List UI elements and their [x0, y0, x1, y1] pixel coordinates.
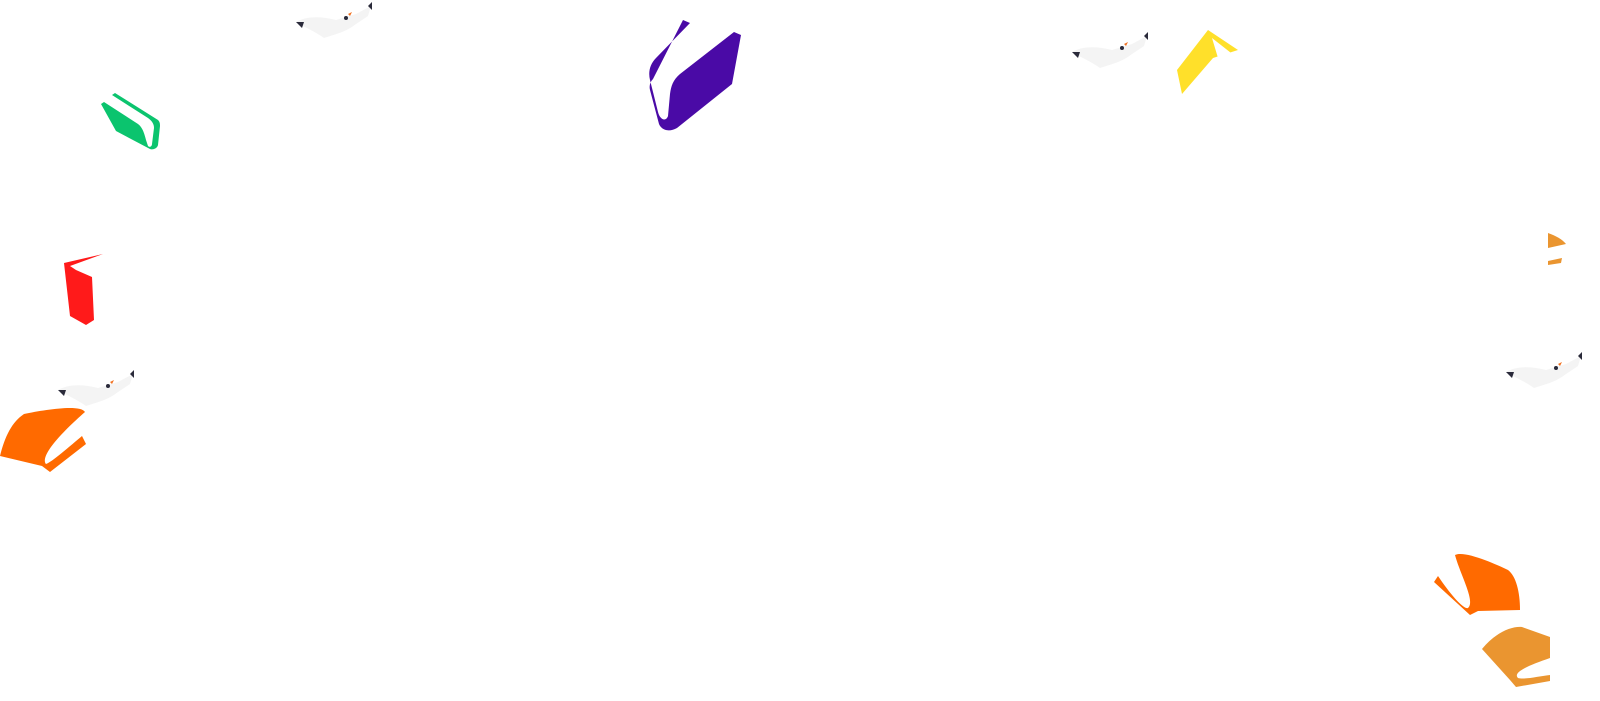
purple-book-icon [649, 20, 741, 131]
orange-book-icon [1434, 553, 1520, 615]
red-book-icon [64, 254, 103, 325]
yellow-book-icon [1177, 30, 1240, 94]
orange-book-cover [0, 408, 86, 472]
amber-book-edge [1548, 258, 1562, 265]
amber-book-cover [1482, 626, 1550, 687]
amber-book-icon [1482, 626, 1550, 687]
orange-book-cover [1434, 553, 1520, 615]
yellow-book-pages [1186, 38, 1240, 92]
bird-icon [296, 2, 372, 38]
bird-icon [1506, 352, 1582, 388]
amber-book-partial-icon [1548, 233, 1566, 265]
bird-icon [58, 370, 134, 406]
bird-icon [1072, 32, 1148, 68]
purple-book-cover [649, 20, 741, 131]
yellow-book-cover [1177, 30, 1238, 94]
orange-book-icon [0, 408, 86, 472]
green-book-cover [101, 93, 160, 150]
green-book-icon [101, 93, 160, 150]
red-book-cover [64, 254, 103, 325]
amber-book-cover [1548, 233, 1566, 248]
